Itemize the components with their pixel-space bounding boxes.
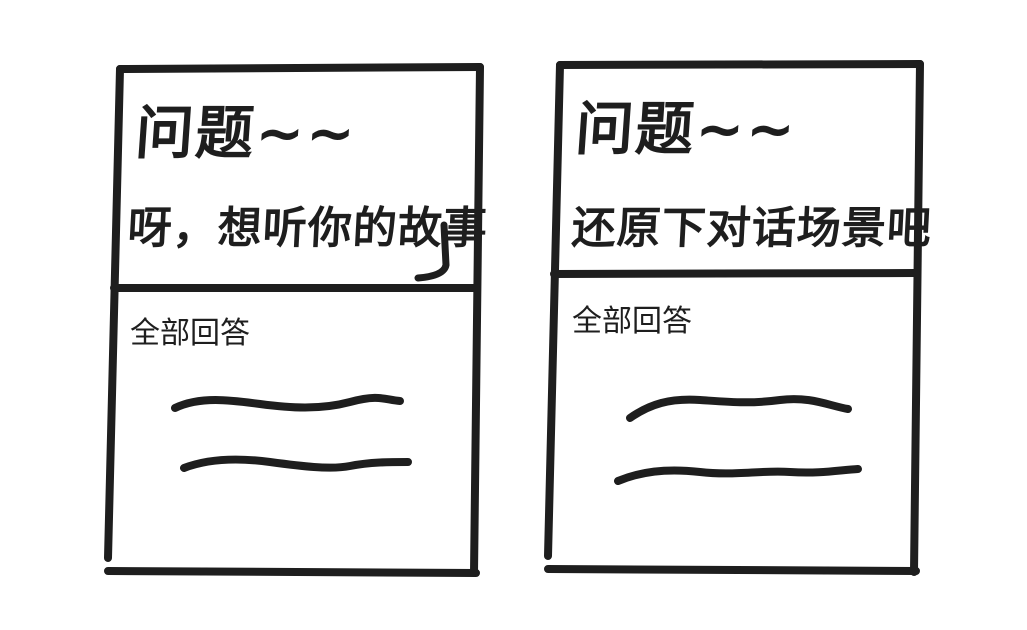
card-2-all-answers-label[interactable]: 全部回答 xyxy=(572,304,692,339)
answer-line-1 xyxy=(171,393,404,412)
card-2-title: 问题~~ xyxy=(573,95,800,163)
card-1-all-answers-label[interactable]: 全部回答 xyxy=(130,316,250,351)
answer-line-1 xyxy=(626,395,852,422)
card-1-question-text: 呀，想听你的故事 xyxy=(126,203,490,254)
answer-line-2 xyxy=(180,455,412,472)
card-2-question-text: 还原下对话场景吧 xyxy=(570,203,934,254)
answer-line-2 xyxy=(614,465,862,485)
card-1-title: 问题~~ xyxy=(133,99,360,167)
